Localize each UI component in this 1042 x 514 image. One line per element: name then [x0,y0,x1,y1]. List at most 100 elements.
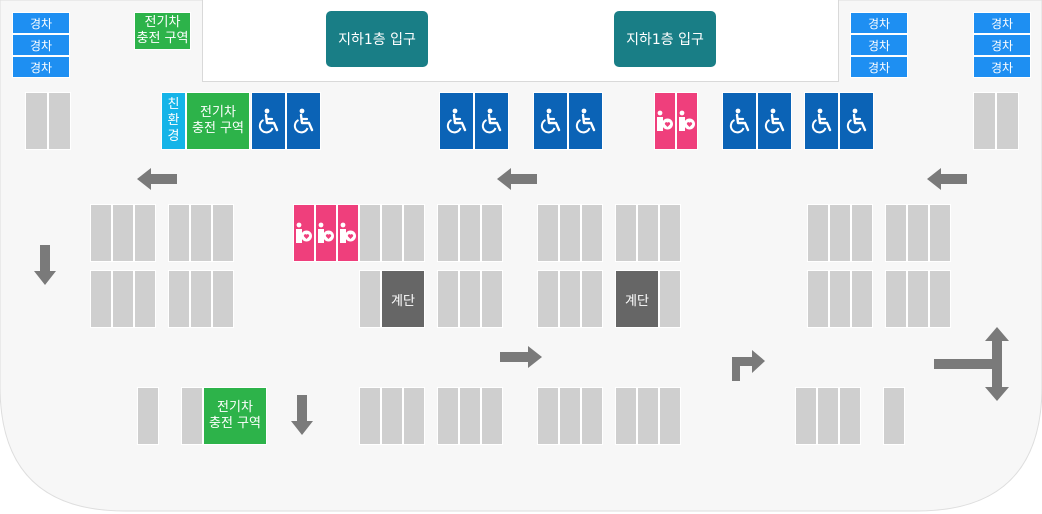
entrance-2[interactable]: 지하1층 입구 [614,11,716,67]
wheelchair-icon [575,108,595,134]
compact-car-space-label: 경차 [867,16,891,31]
eco-friendly-space-label: 친 환 경 [167,97,180,144]
parking-space [90,270,112,328]
disabled-parking-space [839,92,874,150]
pregnant-icon [296,222,312,243]
parking-space [212,270,234,328]
parking-space [190,204,212,262]
compact-car-space: 경차 [12,34,70,56]
eco-friendly-space: 친 환 경 [161,92,186,150]
parking-space [829,270,851,328]
parking-space [381,387,403,445]
compact-car-space-label: 경차 [29,60,53,75]
wheelchair-icon [258,108,278,134]
parking-space [973,92,996,150]
parking-space [929,270,951,328]
parking-space [559,387,581,445]
parking-space [537,270,559,328]
parking-space [883,387,905,445]
parking-space [90,204,112,262]
arrow-down-icon [291,395,313,435]
parking-space [885,204,907,262]
maternity-parking-space [654,92,676,150]
arrow-left-icon [137,168,177,190]
parking-space [112,270,134,328]
compact-car-space: 경차 [12,12,70,34]
parking-space [817,387,839,445]
disabled-parking-space [251,92,286,150]
wheelchair-icon [729,108,749,134]
wheelchair-icon [540,108,560,134]
pregnant-icon [318,222,334,243]
compact-car-space-label: 경차 [29,16,53,31]
parking-space [537,387,559,445]
compact-car-space-label: 경차 [990,38,1014,53]
maternity-parking-space [293,204,315,262]
compact-car-space: 경차 [973,56,1031,78]
parking-space [659,270,681,328]
pregnant-icon [657,110,673,131]
disabled-parking-space [533,92,568,150]
disabled-parking-space [439,92,474,150]
parking-space [659,387,681,445]
stairs-label: 계단 [391,293,415,309]
arrow-right-icon [500,346,542,368]
entrance-zone [202,0,839,82]
compact-car-space-label: 경차 [29,38,53,53]
compact-car-space-label: 경차 [867,38,891,53]
parking-space [48,92,71,150]
disabled-parking-space [568,92,603,150]
wheelchair-icon [846,108,866,134]
parking-space [581,387,603,445]
parking-space [537,204,559,262]
parking-space [807,204,829,262]
parking-space [907,270,929,328]
ev-charging-zone-label: 전기차 충전 구역 [136,15,189,46]
wheelchair-icon [811,108,831,134]
ev-charging-zone: 전기차 충전 구역 [134,12,191,50]
parking-space [437,270,459,328]
parking-space [581,204,603,262]
compact-car-space-label: 경차 [867,60,891,75]
parking-space [907,204,929,262]
parking-space [885,270,907,328]
parking-space [112,204,134,262]
parking-space [437,204,459,262]
compact-car-space: 경차 [850,34,908,56]
parking-space [403,387,425,445]
ev-charging-zone: 전기차 충전 구역 [186,92,250,150]
parking-space [996,92,1019,150]
parking-space [559,204,581,262]
compact-car-space: 경차 [973,34,1031,56]
parking-space [381,204,403,262]
entrance-1[interactable]: 지하1층 입구 [326,11,428,67]
parking-space [437,387,459,445]
parking-space [807,270,829,328]
parking-space [137,387,159,445]
compact-car-space: 경차 [850,12,908,34]
parking-space [212,204,234,262]
parking-space [659,204,681,262]
parking-space [637,204,659,262]
parking-space [359,270,381,328]
compact-car-space: 경차 [973,12,1031,34]
parking-space [134,204,156,262]
disabled-parking-space [474,92,509,150]
compact-car-space: 경차 [850,56,908,78]
parking-space [829,204,851,262]
maternity-parking-space [315,204,337,262]
compact-car-space: 경차 [12,56,70,78]
parking-space [359,204,381,262]
parking-space [481,204,503,262]
parking-space [359,387,381,445]
arrow-left-icon [497,168,537,190]
parking-space [839,387,861,445]
arrow-turn-right-icon [732,350,765,381]
parking-space [559,270,581,328]
parking-space [134,270,156,328]
stairs: 계단 [615,270,659,328]
parking-space [168,204,190,262]
parking-space [851,204,873,262]
parking-space [615,204,637,262]
